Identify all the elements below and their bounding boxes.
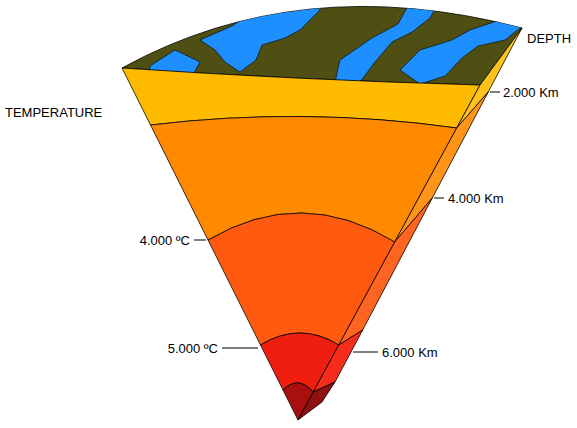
temperature-tick bbox=[222, 348, 258, 349]
core-centre bbox=[298, 382, 335, 420]
temperature-label: 4.000 ºC bbox=[140, 233, 190, 248]
depth-label: 6.000 Km bbox=[382, 345, 438, 360]
ocean bbox=[200, 0, 330, 72]
mantle-band bbox=[395, 92, 489, 242]
oceans bbox=[150, 0, 525, 84]
ticks bbox=[194, 92, 500, 352]
crust-band bbox=[457, 28, 522, 128]
depth-label: 4.000 Km bbox=[448, 191, 504, 206]
axis-title: TEMPERATURE bbox=[5, 105, 102, 120]
inner-core-band bbox=[313, 330, 362, 392]
depth-label: 2.000 Km bbox=[503, 85, 559, 100]
depth-tick bbox=[353, 352, 378, 353]
axis-title: DEPTH bbox=[527, 31, 571, 46]
depth-tick bbox=[490, 92, 500, 93]
depth-tick bbox=[434, 198, 444, 199]
temperature-label: 5.000 ºC bbox=[168, 341, 218, 356]
temperature-tick bbox=[194, 240, 206, 241]
earth-cone bbox=[122, 0, 525, 420]
outer-core-band bbox=[339, 198, 433, 345]
outer-core-band bbox=[208, 213, 395, 345]
